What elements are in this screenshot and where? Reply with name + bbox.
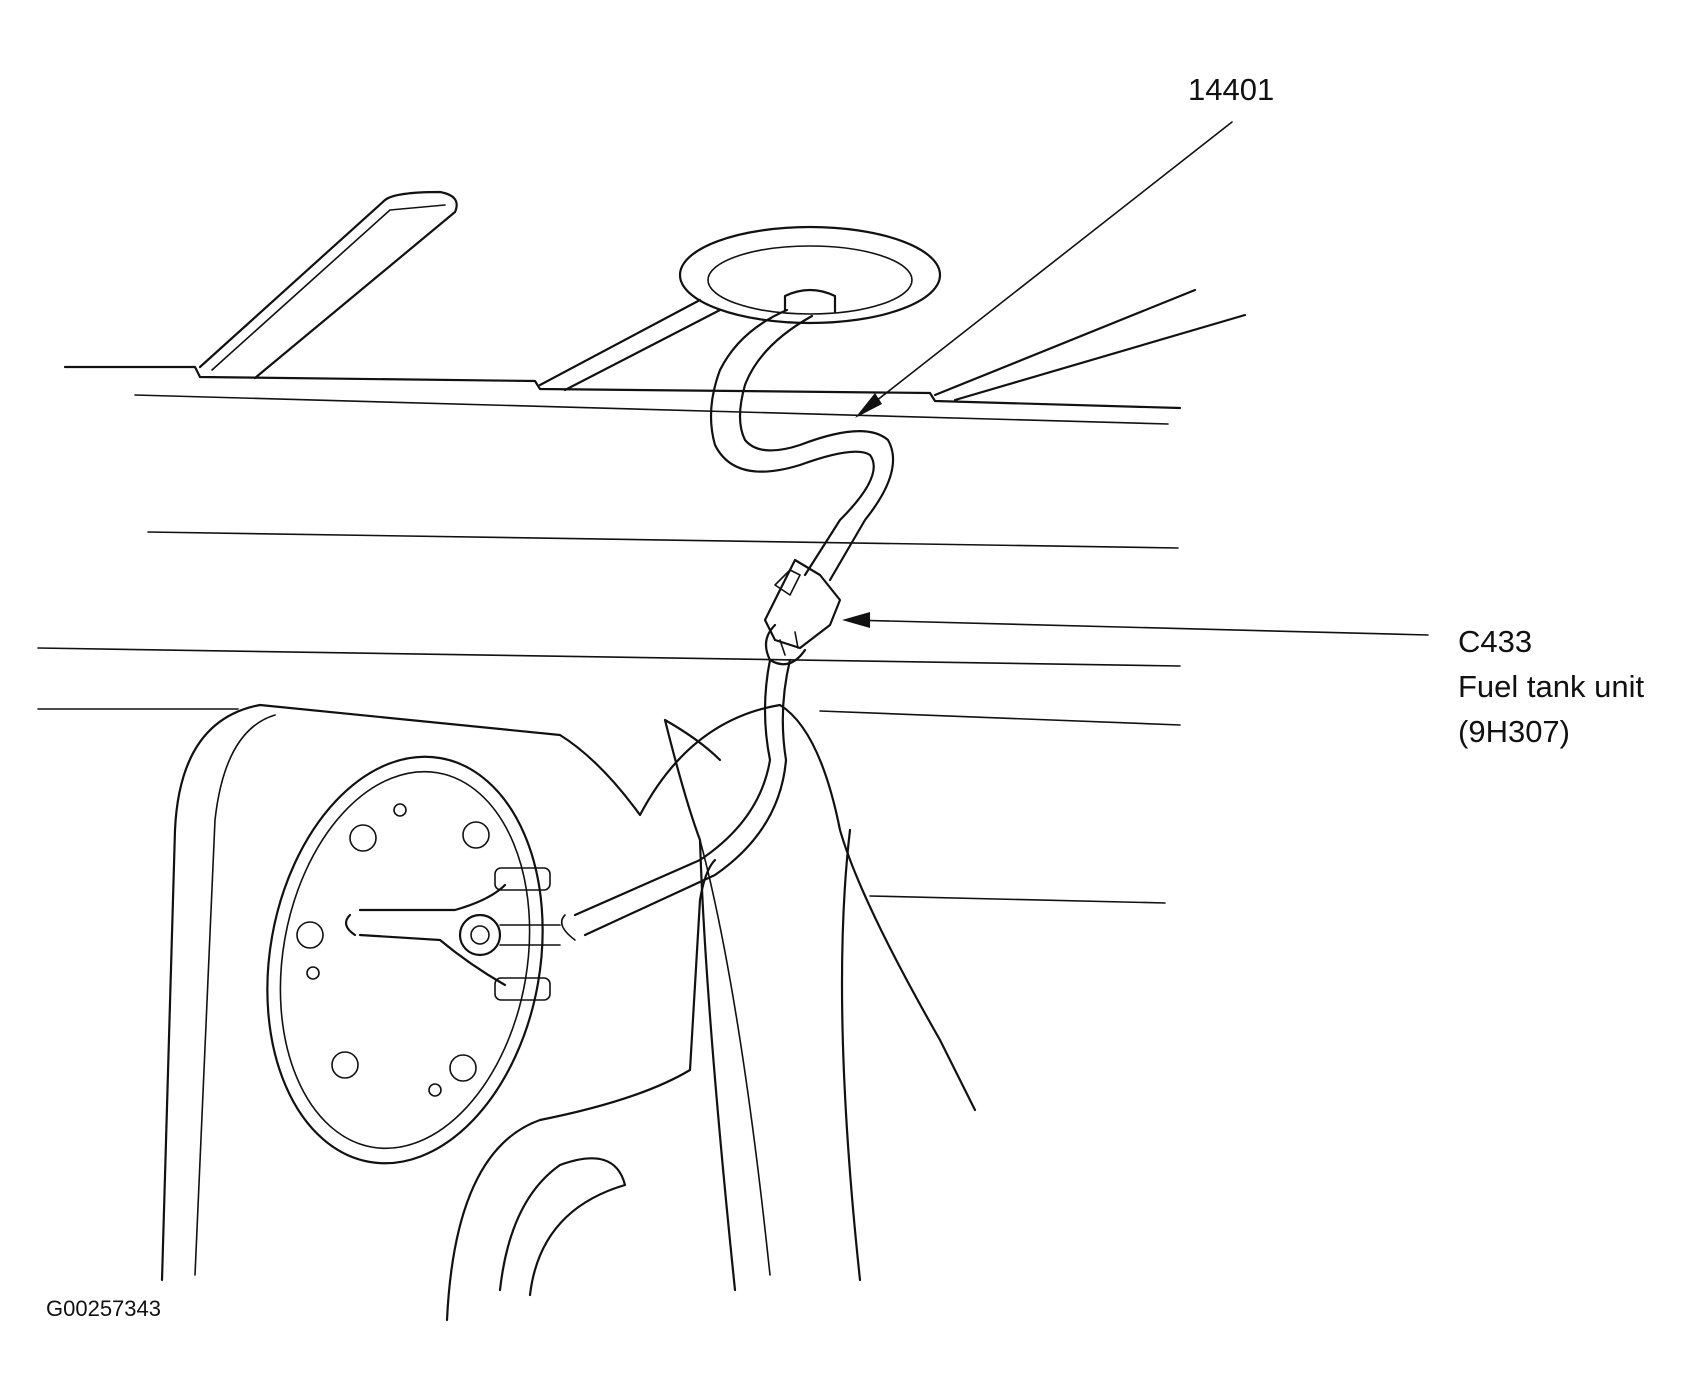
connector-callout-label: C433 Fuel tank unit (9H307) <box>1458 626 1644 761</box>
sender-plate <box>266 755 561 1165</box>
bolts <box>296 803 490 1097</box>
grommet <box>678 225 942 325</box>
connector-desc-line1: Fuel tank unit <box>1458 669 1645 704</box>
sender-harness <box>560 658 792 941</box>
harness-callout-label: 14401 <box>1188 72 1275 107</box>
connector-desc-line2: (9H307) <box>1458 714 1570 749</box>
cross-members <box>198 190 1247 402</box>
leader-arrows <box>842 121 1429 636</box>
fuel-tank <box>160 703 977 1322</box>
connector-c433 <box>763 558 842 666</box>
wiring-harness <box>709 308 895 582</box>
frame-rails <box>37 365 1182 904</box>
figure-id: G00257343 <box>46 1296 161 1321</box>
connector-id: C433 <box>1458 624 1533 659</box>
